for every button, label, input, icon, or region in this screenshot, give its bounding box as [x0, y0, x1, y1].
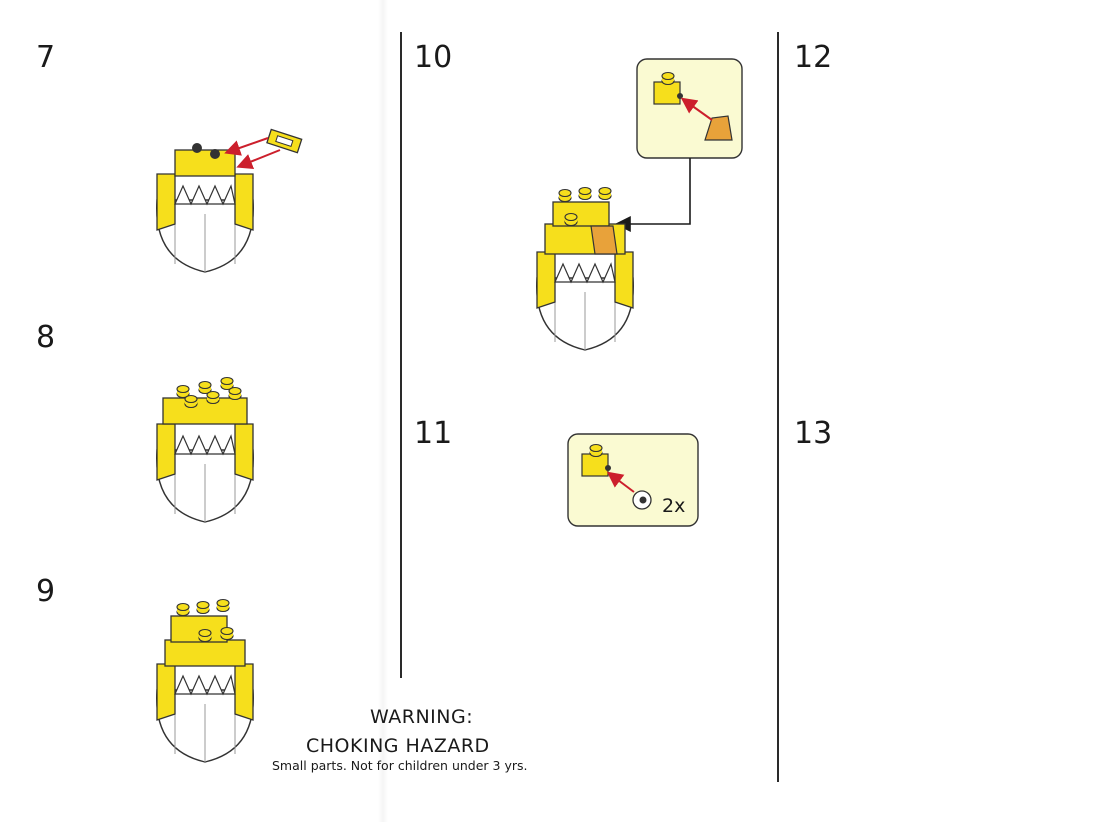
assembly-arrow-icon	[224, 137, 269, 156]
assembly-arrow-icon	[680, 97, 713, 121]
column-divider-right	[777, 32, 779, 782]
step-number-9: 9	[36, 574, 56, 609]
step7-model	[156, 143, 254, 273]
column-divider-left	[400, 32, 402, 678]
step-number-10: 10	[414, 40, 453, 75]
step-number-11: 11	[414, 416, 453, 451]
warning-detail: Small parts. Not for children under 3 yr…	[272, 758, 528, 773]
eye-tile-part	[632, 490, 652, 510]
step10-callout-box	[636, 58, 743, 159]
step10-model	[536, 186, 634, 351]
step7-tile-part	[266, 128, 303, 154]
step-number-12: 12	[794, 40, 833, 75]
assembly-arrow-icon	[606, 471, 635, 493]
step-number-8: 8	[36, 320, 56, 355]
step-number-13: 13	[794, 416, 833, 451]
step9-model	[156, 598, 254, 763]
step10-callout-slope	[704, 115, 733, 141]
assembly-arrow-icon	[236, 149, 281, 169]
page-fold	[378, 0, 388, 822]
step10-leader-line	[614, 158, 691, 232]
warning-subtitle: CHOKING HAZARD	[306, 735, 490, 757]
step10-callout-brick	[653, 71, 683, 105]
warning-title: WARNING:	[370, 706, 474, 728]
step11-quantity-label: 2x	[662, 495, 686, 517]
step11-callout-brick	[581, 443, 611, 477]
step-number-7: 7	[36, 40, 56, 75]
step8-model	[156, 376, 254, 523]
